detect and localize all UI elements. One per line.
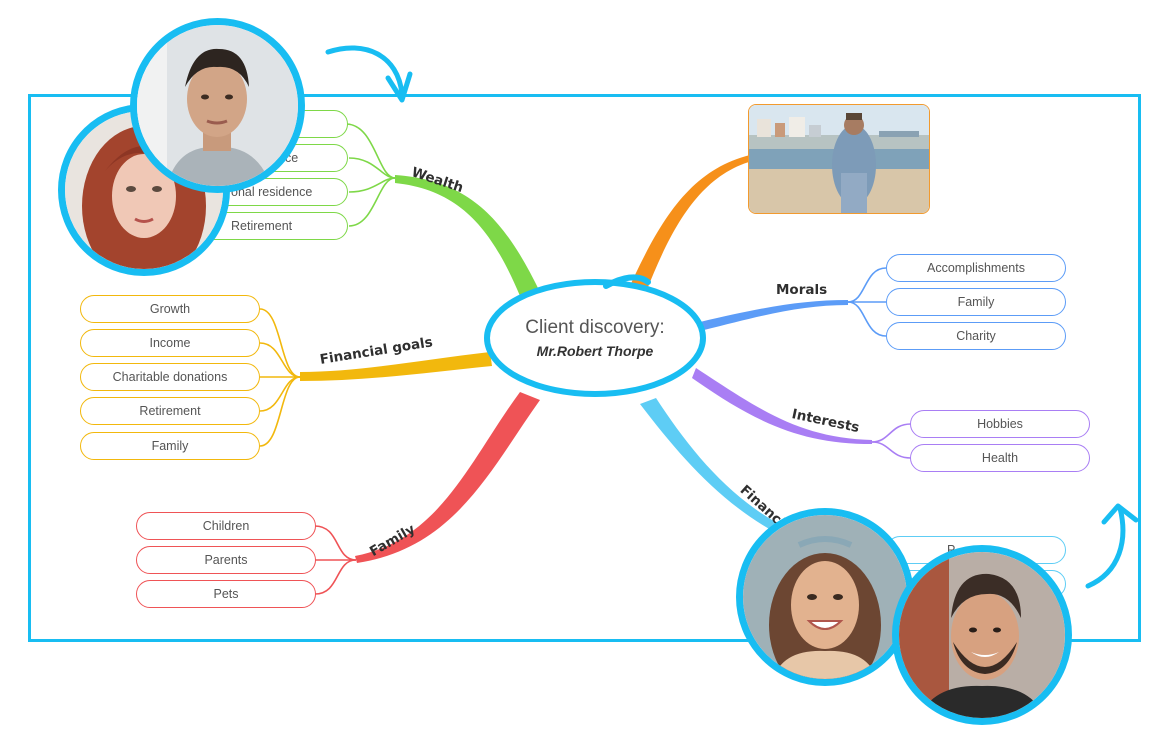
beach-photo[interactable] <box>748 104 930 214</box>
avatar-man-top[interactable] <box>130 18 305 193</box>
morals-item-charity[interactable]: Charity <box>886 322 1066 350</box>
morals-item-family[interactable]: Family <box>886 288 1066 316</box>
interests-item-hobbies[interactable]: Hobbies <box>910 410 1090 438</box>
center-node-subtitle: Mr.Robert Thorpe <box>537 343 654 359</box>
photo-branch-ribbon <box>628 155 752 292</box>
financial-goals-item-income[interactable]: Income <box>80 329 260 357</box>
financial-goals-item-family[interactable]: Family <box>80 432 260 460</box>
wealth-branch-ribbon <box>395 175 540 296</box>
financial-goals-item-growth[interactable]: Growth <box>80 295 260 323</box>
financial-goals-item-retirement[interactable]: Retirement <box>80 397 260 425</box>
wealth-connector-4 <box>349 178 395 226</box>
avatar-woman-bottom[interactable] <box>736 508 914 686</box>
interests-item-health[interactable]: Health <box>910 444 1090 472</box>
financial-goals-item-charitable[interactable]: Charitable donations <box>80 363 260 391</box>
family-item-children[interactable]: Children <box>136 512 316 540</box>
morals-branch-label[interactable]: Morals <box>776 282 827 298</box>
morals-branch-ribbon <box>700 300 848 330</box>
morals-item-accomplishments[interactable]: Accomplishments <box>886 254 1066 282</box>
center-node[interactable]: Client discovery: Mr.Robert Thorpe <box>484 279 706 397</box>
family-item-pets[interactable]: Pets <box>136 580 316 608</box>
wealth-connector-1 <box>346 124 395 178</box>
avatar-man-bottom[interactable] <box>892 545 1072 725</box>
wealth-connector-2 <box>349 158 395 178</box>
family-item-parents[interactable]: Parents <box>136 546 316 574</box>
center-node-title: Client discovery: <box>525 317 664 339</box>
